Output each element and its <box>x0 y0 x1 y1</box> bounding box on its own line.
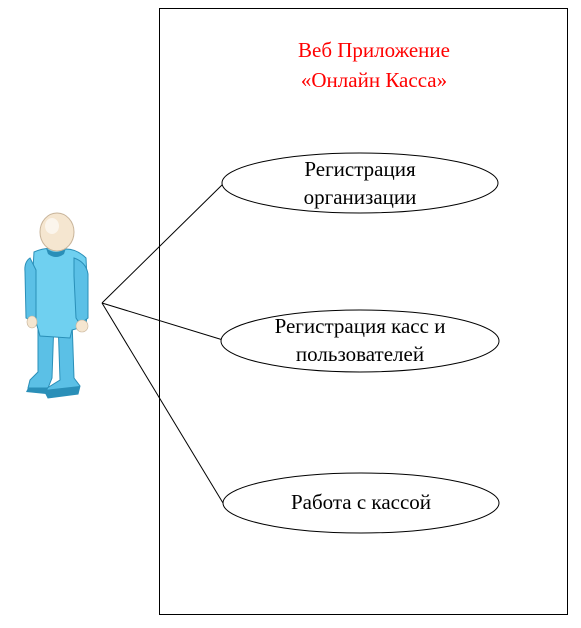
association-line-1 <box>101 183 224 304</box>
use-case-1-line2: организации <box>304 185 417 209</box>
use-case-3-label: Работа с кассой <box>291 490 431 514</box>
use-case-2-line2: пользователей <box>296 342 424 366</box>
person-icon[interactable] <box>24 212 89 399</box>
use-case-registration-cashboxes-users[interactable]: Регистрация касс и пользователей <box>220 309 500 373</box>
use-case-2-line1: Регистрация касс и <box>275 314 446 338</box>
system-title-line2: «Онлайн Касса» <box>301 68 447 92</box>
association-line-2 <box>101 302 224 341</box>
system-title-line1: Веб Приложение <box>298 38 450 62</box>
use-case-registration-organization[interactable]: Регистрация организации <box>221 152 499 214</box>
use-case-work-with-cashbox[interactable]: Работа с кассой <box>222 472 500 534</box>
use-case-1-line1: Регистрация <box>304 157 416 181</box>
system-boundary <box>159 8 568 615</box>
association-line-3 <box>101 302 224 504</box>
